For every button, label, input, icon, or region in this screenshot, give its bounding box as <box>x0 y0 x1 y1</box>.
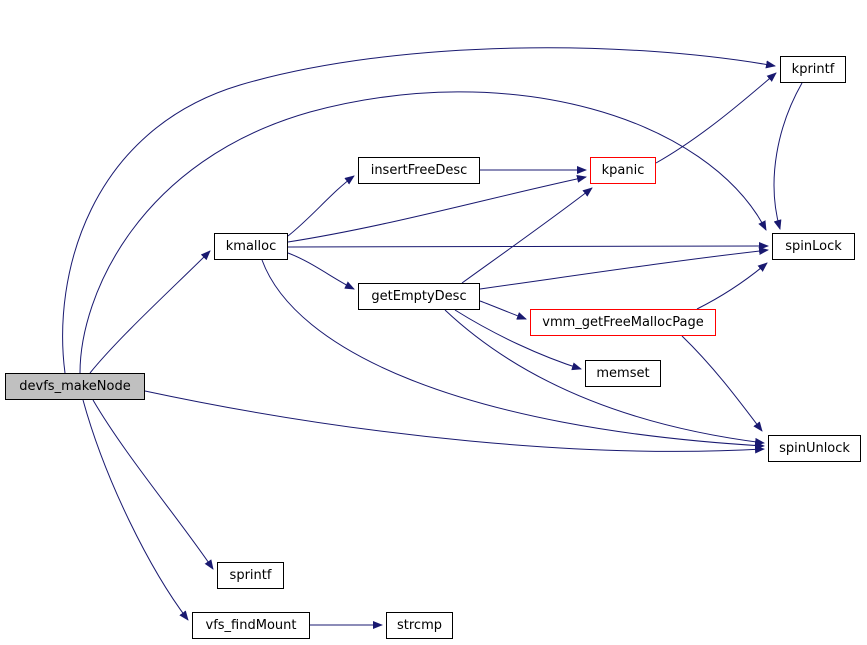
node-label: sprintf <box>229 568 272 583</box>
node-sprintf[interactable]: sprintf <box>217 562 284 589</box>
edge-vmm_getFreeMallocPage-to-spinUnlock <box>681 335 763 432</box>
edge-kpanic-to-kprintf <box>655 72 777 164</box>
edge-vmm_getFreeMallocPage-to-spinLock <box>696 262 768 310</box>
edge-devfs_makeNode-to-kprintf <box>62 47 776 374</box>
node-vfs_findMount[interactable]: vfs_findMount <box>192 612 310 639</box>
edge-getEmptyDesc-to-vmm_getFreeMallocPage <box>479 300 527 320</box>
node-spinLock[interactable]: spinLock <box>772 233 855 260</box>
node-kmalloc[interactable]: kmalloc <box>214 233 288 260</box>
node-kprintf[interactable]: kprintf <box>780 56 846 83</box>
node-label: spinLock <box>785 239 842 254</box>
edge-getEmptyDesc-to-kpanic <box>461 187 593 284</box>
edge-kmalloc-to-kpanic <box>287 174 587 243</box>
node-label: vfs_findMount <box>205 618 297 633</box>
edge-devfs_makeNode-to-spinLock <box>79 91 767 374</box>
node-spinUnlock[interactable]: spinUnlock <box>768 435 861 462</box>
edge-devfs_makeNode-to-sprintf <box>92 399 214 570</box>
edge-kmalloc-to-spinLock <box>287 242 769 251</box>
node-label: strcmp <box>397 618 442 633</box>
edge-kprintf-to-spinLock <box>773 82 803 230</box>
edge-devfs_makeNode-to-spinUnlock <box>144 390 765 454</box>
node-insertFreeDesc[interactable]: insertFreeDesc <box>358 157 480 184</box>
node-label: insertFreeDesc <box>370 163 468 178</box>
node-devfs_makeNode[interactable]: devfs_makeNode <box>5 373 145 400</box>
edge-kmalloc-to-getEmptyDesc <box>287 252 355 290</box>
node-strcmp[interactable]: strcmp <box>386 612 453 639</box>
node-getEmptyDesc[interactable]: getEmptyDesc <box>358 283 480 310</box>
edge-getEmptyDesc-to-spinLock <box>479 247 769 290</box>
node-label: kpanic <box>601 163 645 178</box>
edge-getEmptyDesc-to-spinUnlock <box>444 309 765 446</box>
node-label: vmm_getFreeMallocPage <box>542 315 704 330</box>
node-vmm_getFreeMallocPage[interactable]: vmm_getFreeMallocPage <box>530 309 716 336</box>
edge-kmalloc-to-spinUnlock <box>261 259 765 450</box>
node-kpanic[interactable]: kpanic <box>590 157 656 184</box>
edge-getEmptyDesc-to-memset <box>454 309 582 371</box>
edge-devfs_makeNode-to-vfs_findMount <box>82 399 189 621</box>
edge-devfs_makeNode-to-kmalloc <box>89 250 211 374</box>
node-label: spinUnlock <box>779 441 850 456</box>
edge-kmalloc-to-insertFreeDesc <box>287 175 355 237</box>
node-label: kprintf <box>791 62 835 77</box>
node-memset[interactable]: memset <box>585 360 661 387</box>
node-label: memset <box>596 366 650 381</box>
node-label: devfs_makeNode <box>19 379 131 394</box>
node-label: kmalloc <box>225 239 277 254</box>
node-label: getEmptyDesc <box>371 289 467 304</box>
